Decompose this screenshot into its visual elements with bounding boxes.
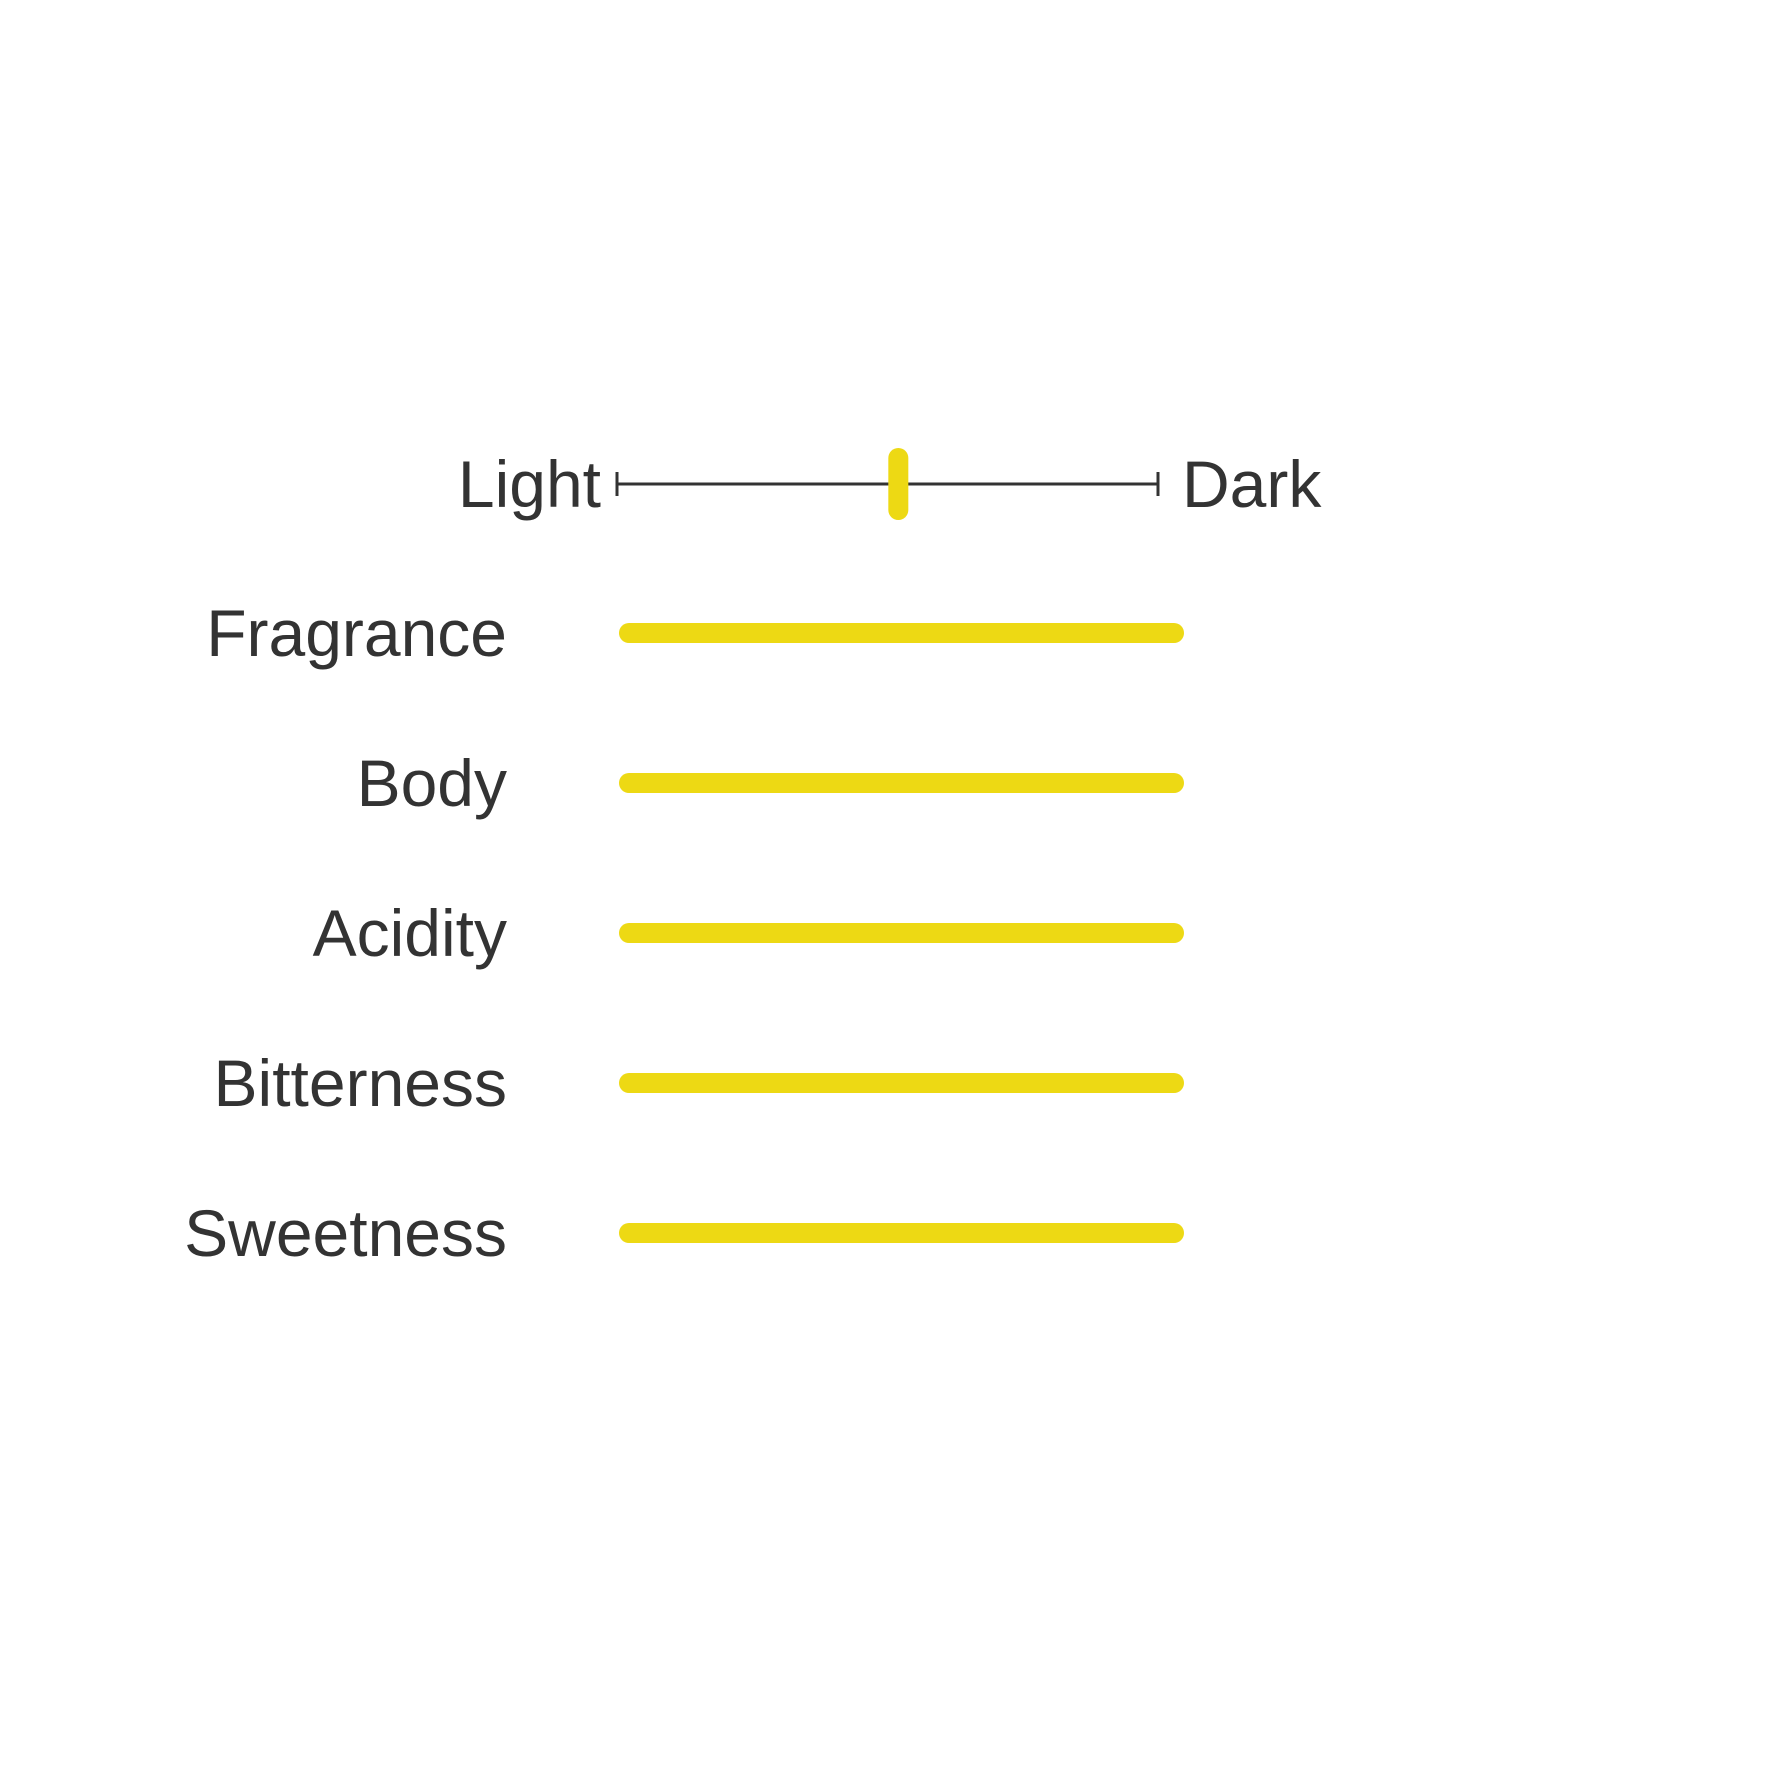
attribute-row: Fragrance xyxy=(206,596,1184,670)
attribute-label: Sweetness xyxy=(184,1196,507,1270)
attribute-label: Body xyxy=(357,746,507,820)
scale-left-label: Light xyxy=(458,447,601,521)
attribute-label: Acidity xyxy=(313,896,507,970)
attribute-label: Bitterness xyxy=(214,1046,507,1120)
attribute-row: Sweetness xyxy=(184,1196,1184,1270)
roast-scale: Light Dark xyxy=(458,447,1322,521)
attribute-row: Acidity xyxy=(313,896,1184,970)
attribute-row: Body xyxy=(357,746,1184,820)
attribute-label: Fragrance xyxy=(206,596,507,670)
attribute-row: Bitterness xyxy=(214,1046,1184,1120)
scale-right-label: Dark xyxy=(1182,447,1322,521)
